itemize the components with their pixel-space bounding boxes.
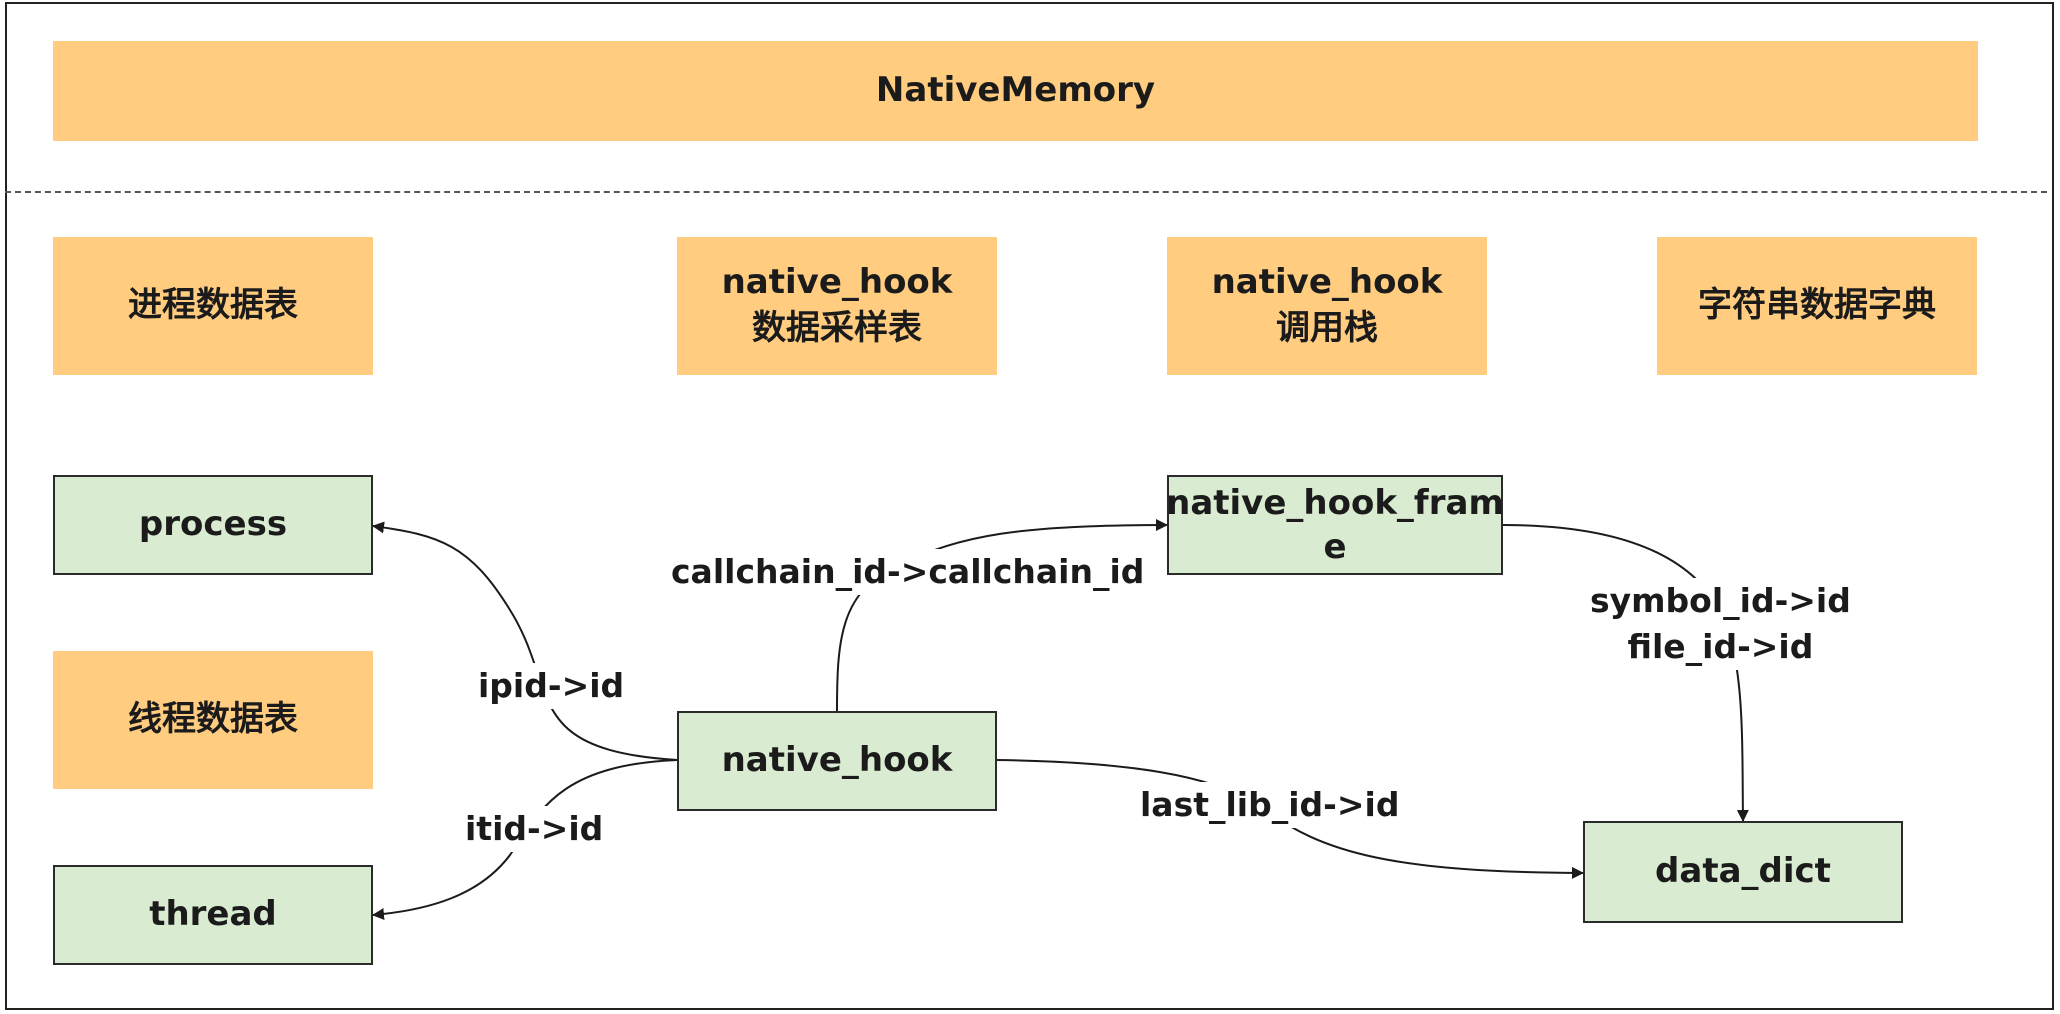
- edge-label-symbol: symbol_id->id: [1590, 581, 1851, 620]
- category-process-table: 进程数据表: [53, 237, 373, 375]
- table-label-line-1: native_hook_fram: [1166, 482, 1504, 523]
- edge-label-itid: itid->id: [461, 806, 608, 853]
- category-label-line-2: 调用栈: [1276, 308, 1378, 348]
- table-native-hook[interactable]: native_hook: [677, 711, 997, 811]
- edge-itid-to-thread: [372, 759, 678, 921]
- edge-label-last-lib: last_lib_id->id: [1136, 782, 1404, 829]
- category-label-line-2: 数据采样表: [752, 308, 922, 348]
- table-data-dict[interactable]: data_dict: [1583, 821, 1903, 923]
- table-thread[interactable]: thread: [53, 865, 373, 965]
- table-label: native_hook: [721, 740, 953, 781]
- category-string-dictionary: 字符串数据字典: [1657, 237, 1977, 375]
- category-label: 线程数据表: [128, 699, 298, 740]
- category-thread-table: 线程数据表: [53, 651, 373, 789]
- section-divider: [5, 191, 2047, 193]
- category-label-line-1: native_hook: [721, 262, 953, 303]
- category-label: 字符串数据字典: [1698, 285, 1936, 326]
- edge-symbol-file-to-data-dict: [1502, 524, 1749, 822]
- table-process[interactable]: process: [53, 475, 373, 575]
- table-label-line-2: e: [1323, 527, 1347, 567]
- table-label: thread: [149, 894, 277, 935]
- table-label: process: [138, 504, 288, 545]
- category-native-hook-callstack: native_hook 调用栈: [1167, 237, 1487, 375]
- category-label: 进程数据表: [128, 285, 298, 326]
- table-native-hook-frame[interactable]: native_hook_fram e: [1166, 475, 1504, 575]
- edge-label-callchain: callchain_id->callchain_id: [667, 549, 1149, 596]
- edge-label-symbol-file: symbol_id->id file_id->id: [1586, 578, 1855, 671]
- diagram-title: NativeMemory: [875, 70, 1156, 111]
- edge-ipid-to-process: [372, 521, 678, 761]
- category-label-line-1: native_hook: [1211, 262, 1443, 303]
- table-label: data_dict: [1655, 851, 1831, 892]
- diagram-title-band: NativeMemory: [53, 41, 1978, 141]
- edge-label-file: file_id->id: [1627, 627, 1814, 667]
- category-native-hook-sample-table: native_hook 数据采样表: [677, 237, 997, 375]
- diagram-frame: [5, 2, 2054, 1010]
- edge-label-ipid: ipid->id: [474, 663, 629, 710]
